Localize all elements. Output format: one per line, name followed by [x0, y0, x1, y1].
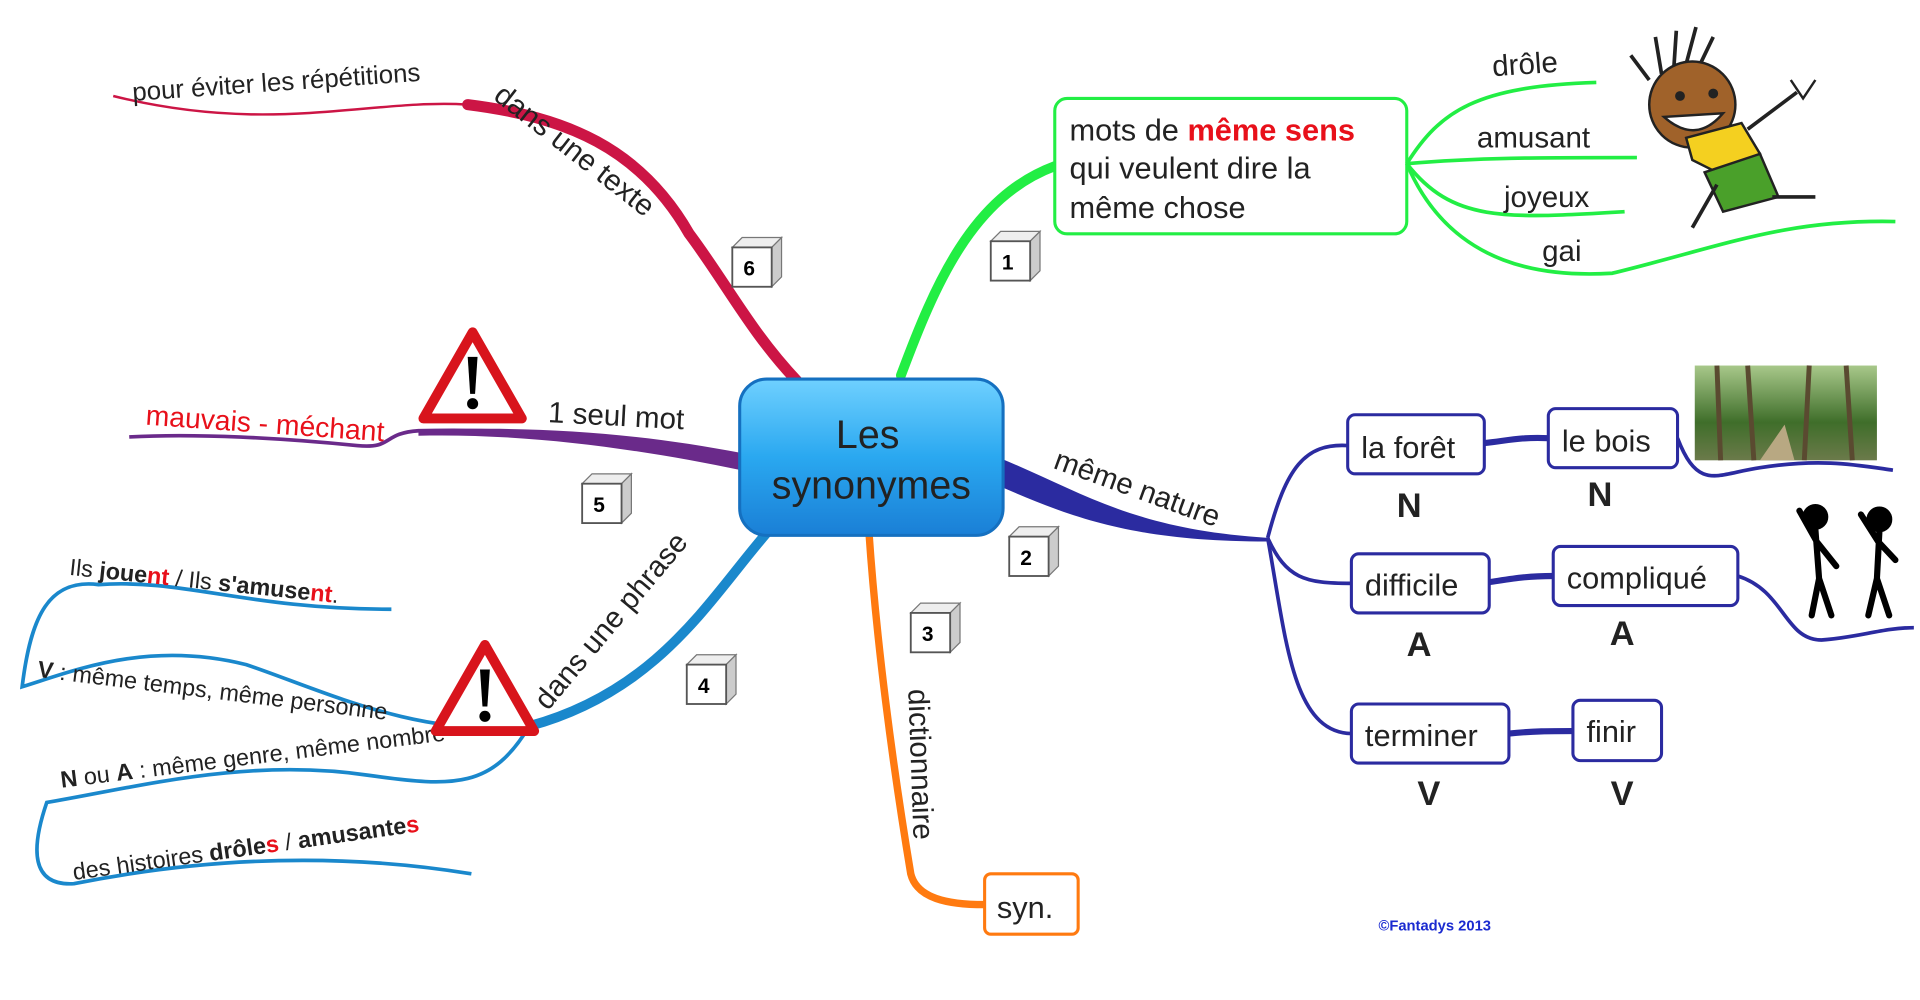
- number-cube-2: 2: [1008, 525, 1060, 577]
- copyright-credit: ©Fantadys 2013: [1378, 918, 1491, 934]
- grammar-type: A: [1407, 626, 1432, 664]
- branch-5-label: 1 seul mot: [547, 396, 685, 436]
- grammar-type: A: [1610, 615, 1635, 653]
- branch-2-sub-lines: [1265, 434, 1914, 737]
- word-pair-row: terminer finir V V: [1349, 698, 1664, 813]
- branch-4-sub-line-1: [19, 581, 530, 730]
- branch-4: dans une phrase Ils jouent / Ils s'amuse…: [19, 518, 781, 886]
- branch-4-sub-line-2: [35, 725, 531, 886]
- branch-3-line: [865, 528, 989, 909]
- word-box: [1546, 407, 1680, 470]
- branch-6-sub-line: [112, 94, 468, 116]
- branch-2: même nature la forêt le bois N N diffici…: [999, 365, 1914, 813]
- grammar-type: V: [1611, 775, 1634, 813]
- word-text: le bois: [1562, 424, 1651, 459]
- number-cube-3: 3: [909, 602, 961, 654]
- syn-box-text: syn.: [997, 890, 1053, 925]
- definition-line-1: mots de même sens: [1070, 112, 1355, 147]
- word-text: la forêt: [1361, 430, 1455, 465]
- synonym-word: gai: [1542, 235, 1581, 268]
- branch-2-line: [999, 457, 1268, 542]
- warning-icon: [423, 332, 521, 418]
- word-text: finir: [1586, 714, 1636, 749]
- word-box: [1346, 413, 1486, 476]
- branch-3: dictionnaire syn. 3: [865, 528, 1080, 936]
- branch-6: dans une texte pour éviter les répétitio…: [112, 59, 804, 388]
- branch-6-label: dans une texte: [488, 78, 661, 223]
- branch-6-sub: pour éviter les répétitions: [131, 59, 421, 107]
- word-box: [1349, 702, 1511, 765]
- word-text: compliqué: [1567, 560, 1707, 595]
- word-pair-row: difficile compliqué A A: [1349, 544, 1740, 664]
- thinking-figures-illustration: [1796, 504, 1899, 619]
- branch-6-line: [462, 99, 804, 388]
- svg-text:4: 4: [698, 675, 710, 698]
- word-text: difficile: [1365, 568, 1458, 603]
- word-box: [1571, 698, 1664, 763]
- definition-line-3: même chose: [1070, 190, 1246, 225]
- number-cube-1: 1: [989, 230, 1041, 282]
- word-box: [1551, 544, 1740, 608]
- svg-text:3: 3: [922, 623, 934, 646]
- forest-photo: [1694, 365, 1877, 461]
- number-cube-5: 5: [581, 472, 633, 524]
- branch-4-example-2: des histoires drôles / amusantes: [71, 811, 421, 885]
- branch-4-rule-verb: V : même temps, même personne: [36, 656, 389, 725]
- word-text: terminer: [1365, 718, 1478, 753]
- syn-box: [983, 872, 1080, 936]
- svg-text:5: 5: [593, 494, 605, 517]
- synonym-word: drôle: [1491, 46, 1559, 83]
- word-box: [1349, 552, 1491, 615]
- number-cube-4: 4: [685, 653, 737, 705]
- central-topic-line-1: Les: [836, 413, 900, 457]
- synonym-word: joyeux: [1503, 181, 1590, 214]
- central-topic-line-2: synonymes: [772, 463, 971, 507]
- branch-5-line: [418, 428, 741, 471]
- branch-4-example-1: Ils jouent / Ils s'amusent.: [68, 554, 340, 608]
- svg-text:2: 2: [1020, 547, 1032, 570]
- branch-1-line: [896, 161, 1060, 381]
- number-cube-6: 6: [731, 236, 783, 288]
- synonym-lines: [1405, 80, 1896, 276]
- branch-4-line: [524, 518, 781, 732]
- branch-1: mots de même sens qui veulent dire la mê…: [896, 26, 1896, 381]
- word-pair-row: la forêt le bois N N: [1346, 407, 1680, 525]
- grammar-type: N: [1397, 487, 1422, 525]
- grammar-type: V: [1417, 775, 1440, 813]
- svg-text:1: 1: [1002, 252, 1014, 275]
- warning-icon: [436, 645, 534, 731]
- branch-3-label: dictionnaire: [901, 688, 939, 840]
- grammar-type: N: [1588, 476, 1613, 514]
- definition-line-2: qui veulent dire la: [1070, 150, 1312, 185]
- synonym-word: amusant: [1477, 122, 1590, 155]
- branch-4-rule-noun-adj: N ou A : même genre, même nombre: [59, 720, 446, 793]
- happy-kid-illustration: [1629, 26, 1817, 229]
- branch-5: 1 seul mot mauvais - méchant 5: [129, 332, 742, 524]
- central-topic: Les synonymes: [738, 377, 1005, 537]
- svg-text:6: 6: [743, 258, 755, 281]
